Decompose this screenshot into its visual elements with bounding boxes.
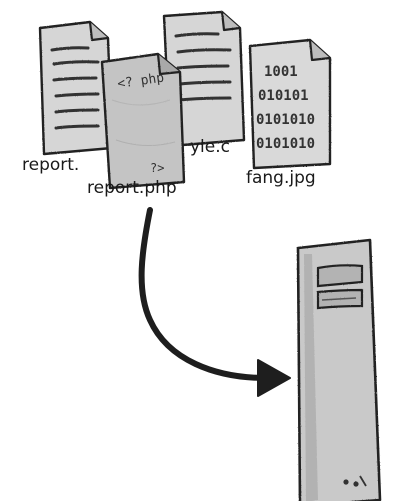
report-php-document-icon	[100, 52, 186, 190]
php-open-tag-text: <? php	[116, 71, 165, 92]
fang-jpg-document-icon	[248, 38, 332, 170]
binary-line-2: 010101	[258, 88, 309, 104]
fang-jpg-label: fang.jpg	[246, 168, 316, 188]
report-html-document-icon	[38, 20, 114, 156]
binary-line-1: 1001	[264, 64, 298, 80]
binary-line-4: 0101010	[256, 136, 315, 152]
binary-line-3: 0101010	[256, 112, 315, 128]
php-close-tag-text: ?>	[150, 161, 164, 175]
style-css-label: yle.c	[190, 137, 230, 157]
server-tower-icon	[296, 238, 382, 501]
curved-arrow-icon	[138, 207, 291, 397]
report-php-label: report.php	[87, 178, 177, 198]
report-html-label: report.	[22, 155, 80, 175]
